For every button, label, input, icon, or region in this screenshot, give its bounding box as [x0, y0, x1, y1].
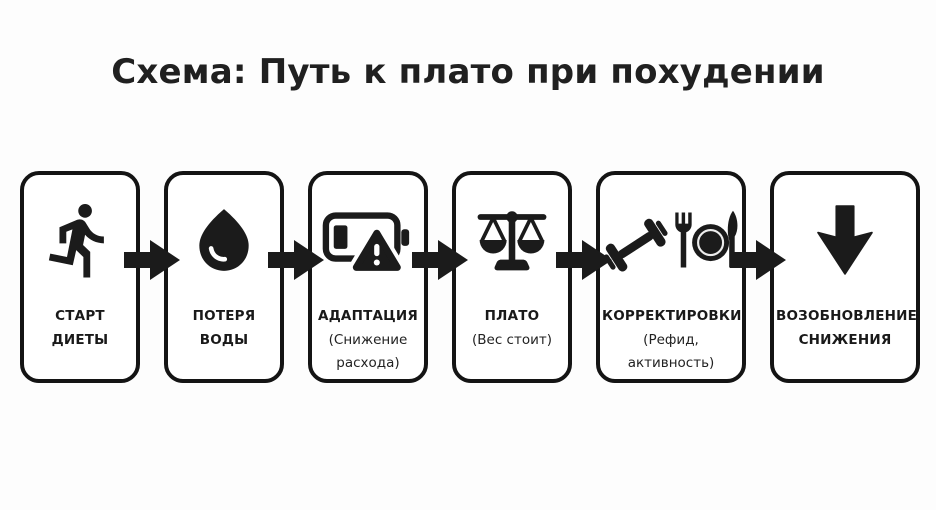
balance-scale-icon: [471, 202, 553, 278]
step-label-line: СНИЖЕНИЯ: [798, 331, 892, 348]
step-label-line: ПЛАТО: [484, 308, 540, 324]
low-battery-warning-icon: [321, 201, 415, 279]
step-label: КОРРЕКТИРОВКИ (Рефид, активность): [600, 305, 742, 375]
dumbbell-and-meal-icon: [603, 202, 739, 278]
step-box-adjustments: КОРРЕКТИРОВКИ (Рефид, активность): [596, 171, 746, 383]
flow-diagram: СТАРТ ДИЕТЫ ПОТЕРЯ ВОДЫ: [20, 171, 920, 383]
diagram-title: Схема: Путь к плато при похудении: [111, 52, 825, 92]
step-label-line: СТАРТ: [55, 308, 105, 324]
step-label-line: АДАПТАЦИЯ: [318, 308, 418, 324]
step-label-line: ВОЗОБНОВЛЕНИЕ: [776, 308, 918, 324]
step-note-line: (Снижение: [328, 331, 408, 348]
step-box-resume-loss: ВОЗОБНОВЛЕНИЕ СНИЖЕНИЯ: [770, 171, 920, 383]
runner-icon: [39, 199, 121, 281]
step-note-line: расхода): [336, 354, 400, 371]
step-label: АДАПТАЦИЯ (Снижение расхода): [312, 305, 424, 375]
step-icon-zone: [456, 175, 568, 305]
water-drop-icon: [187, 203, 261, 277]
flow-arrow-icon: [556, 237, 612, 283]
step-note-line: (Рефид,: [643, 331, 699, 348]
step-icon-zone: [168, 175, 280, 305]
step-label-line: ВОДЫ: [199, 331, 249, 348]
step-label: ПОТЕРЯ ВОДЫ: [168, 305, 280, 352]
step-icon-zone: [312, 175, 424, 305]
step-icon-zone: [24, 175, 136, 305]
flow-arrow-icon: [268, 237, 324, 283]
down-arrow-icon: [812, 202, 878, 278]
step-box-adaptation: АДАПТАЦИЯ (Снижение расхода): [308, 171, 428, 383]
step-note-line: активность): [627, 354, 715, 371]
step-label-line: ДИЕТЫ: [51, 331, 109, 348]
step-label-line: КОРРЕКТИРОВКИ: [602, 308, 742, 324]
step-note-line: (Вес стоит): [472, 331, 552, 348]
step-label: ПЛАТО (Вес стоит): [456, 305, 568, 352]
flow-arrow-icon: [124, 237, 180, 283]
step-icon-zone: [600, 175, 742, 305]
step-icon-zone: [774, 175, 916, 305]
step-label: СТАРТ ДИЕТЫ: [24, 305, 136, 352]
step-label: ВОЗОБНОВЛЕНИЕ СНИЖЕНИЯ: [774, 305, 918, 352]
flow-arrow-icon: [730, 237, 786, 283]
step-box-plateau: ПЛАТО (Вес стоит): [452, 171, 572, 383]
step-label-line: ПОТЕРЯ: [192, 308, 256, 324]
flow-arrow-icon: [412, 237, 468, 283]
step-box-diet-start: СТАРТ ДИЕТЫ: [20, 171, 140, 383]
step-box-water-loss: ПОТЕРЯ ВОДЫ: [164, 171, 284, 383]
